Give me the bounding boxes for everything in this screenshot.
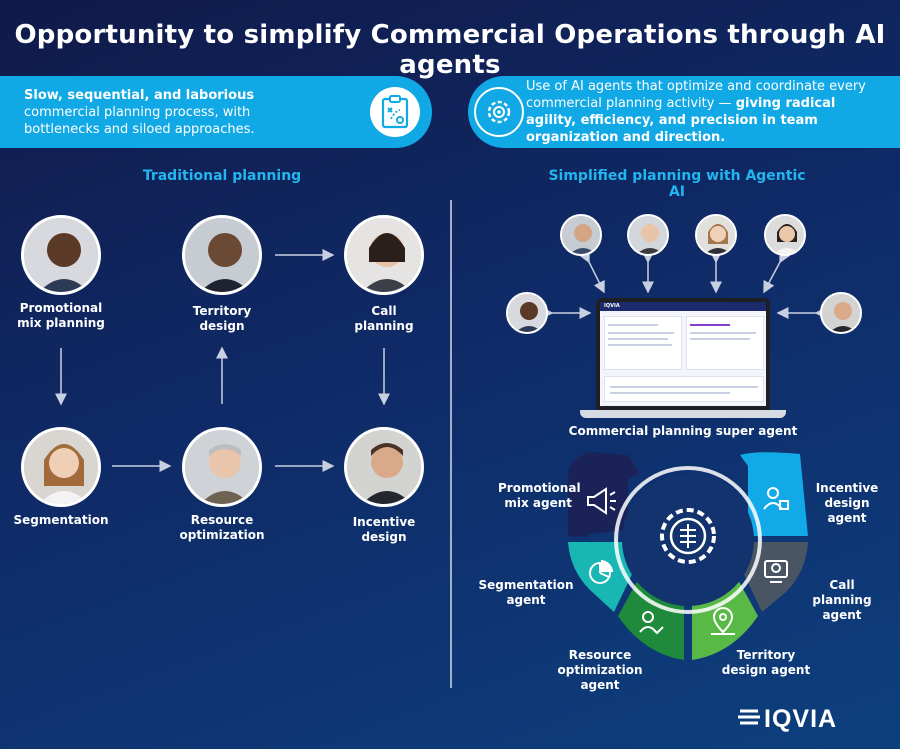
- person-award-icon: [763, 487, 789, 510]
- person-check-icon: [639, 611, 664, 635]
- laptop-base: [580, 410, 786, 418]
- ai-gear-icon: [660, 508, 716, 564]
- agentic-summary-text: Use of AI agents that optimize and coord…: [526, 78, 876, 146]
- iqvia-logo: IQVIA: [738, 703, 878, 733]
- avatar: [695, 214, 737, 256]
- traditional-summary-banner: Slow, sequential, and laborious commerci…: [0, 76, 432, 148]
- agentic-planning-title: Simplified planning with Agentic AI: [548, 168, 806, 200]
- avatar: [764, 214, 806, 256]
- section-divider: [450, 200, 452, 688]
- avatar: [560, 214, 602, 256]
- avatar: [820, 292, 862, 334]
- avatar: [627, 214, 669, 256]
- page-title: Opportunity to simplify Commercial Opera…: [14, 20, 886, 80]
- screen-brand: IQVIA: [604, 303, 620, 309]
- map-pin-icon: [711, 607, 735, 635]
- avatar: [21, 427, 101, 507]
- pie-chart-icon: [589, 559, 614, 584]
- agentic-summary-bold: giving radical agility, efficiency, and …: [526, 96, 836, 145]
- avatar: [182, 427, 262, 507]
- laptop-screen-content: IQVIA: [600, 302, 766, 406]
- traditional-planning-title: Traditional planning: [142, 168, 302, 184]
- ai-gear-icon: [474, 87, 524, 137]
- traditional-summary-bold: Slow, sequential, and laborious: [24, 87, 255, 103]
- avatar: [344, 215, 424, 295]
- traditional-summary-rest: commercial planning process, with bottle…: [24, 104, 255, 137]
- avatar: [506, 292, 548, 334]
- resource-optimization-agent-segment: [618, 576, 684, 660]
- avatar: [21, 215, 101, 295]
- svg-text:IQVIA: IQVIA: [764, 705, 837, 733]
- agentic-summary-rest: Use of AI agents that optimize and coord…: [526, 79, 866, 111]
- avatar: [182, 215, 262, 295]
- super-agent-laptop: IQVIA: [596, 298, 770, 410]
- clipboard-strategy-icon: [370, 87, 420, 137]
- super-agent-label: Commercial planning super agent: [568, 424, 798, 438]
- agentic-summary-banner: Use of AI agents that optimize and coord…: [468, 76, 900, 148]
- avatar: [344, 427, 424, 507]
- traditional-summary-text: Slow, sequential, and laborious commerci…: [24, 87, 324, 138]
- video-call-icon: [764, 560, 788, 583]
- megaphone-icon: [587, 487, 616, 515]
- segmentation-label: Segmentation: [13, 513, 109, 527]
